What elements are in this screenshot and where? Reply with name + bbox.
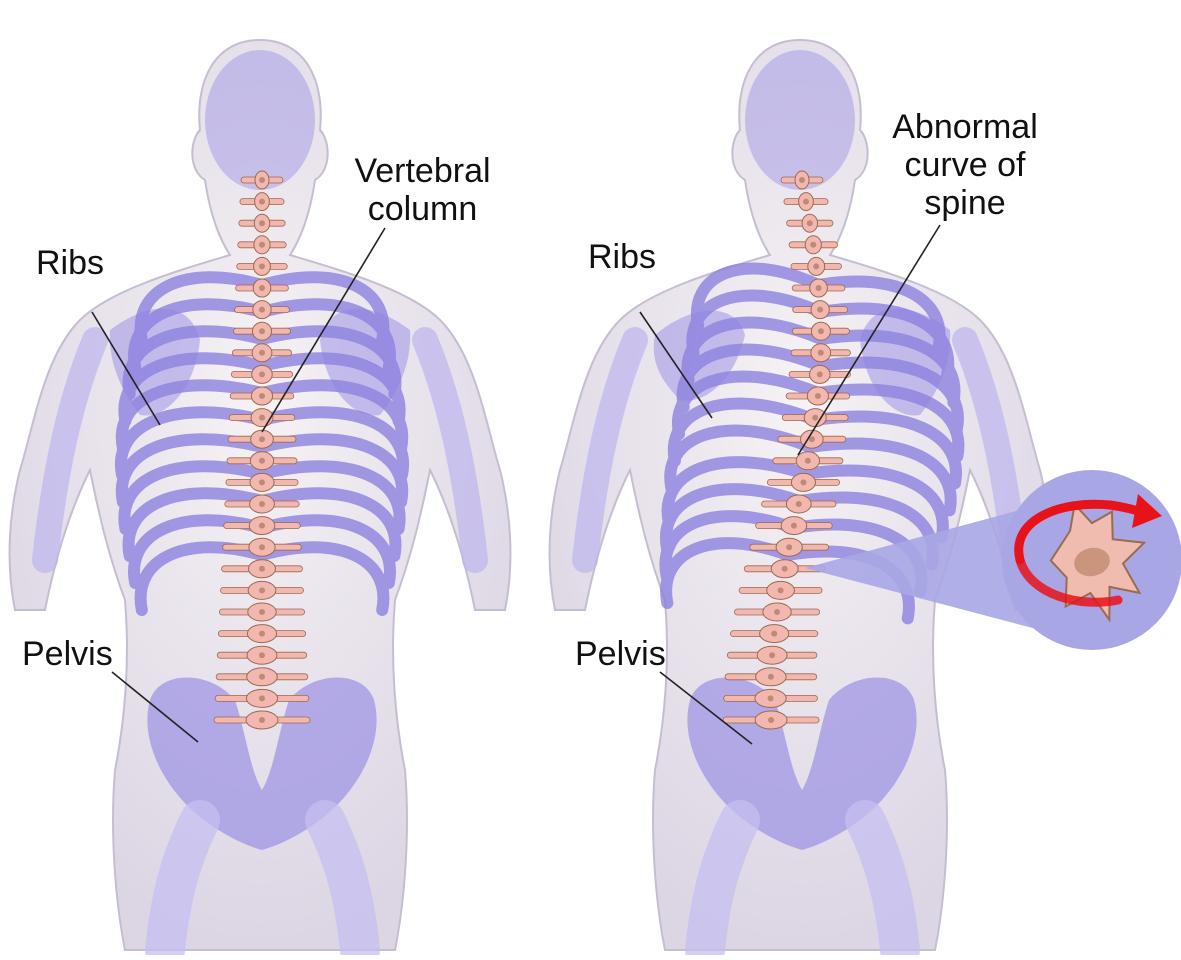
label-ribs-right: Ribs <box>588 238 656 276</box>
label-pelvis-left: Pelvis <box>22 635 113 673</box>
label-abnormal-curve-line2: curve of <box>880 146 1050 184</box>
scoliosis-spine-figure <box>550 40 1181 950</box>
label-abnormal-curve-line1: Abnormal <box>880 108 1050 146</box>
label-vertebral-column-line2: column <box>335 190 510 228</box>
label-vertebral-column-line1: Vertebral <box>335 152 510 190</box>
label-abnormal-curve: Abnormal curve of spine <box>880 108 1050 222</box>
label-ribs-left: Ribs <box>36 244 104 282</box>
right-skull <box>745 50 855 190</box>
label-pelvis-right: Pelvis <box>575 635 666 673</box>
label-vertebral-column: Vertebral column <box>335 152 510 228</box>
label-abnormal-curve-line3: spine <box>880 184 1050 222</box>
left-skull <box>205 50 315 190</box>
